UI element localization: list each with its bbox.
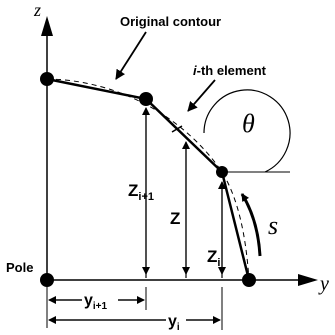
- ith-element-pointer: [187, 79, 216, 112]
- theta-arc: [203, 89, 291, 173]
- node-pole: [40, 273, 54, 287]
- original-contour-label: Original contour: [120, 14, 221, 29]
- y-axis-arrowhead: [298, 274, 318, 286]
- z-i-plus-1-label: Zi+1: [128, 181, 154, 203]
- z-axis-label: z: [33, 0, 41, 20]
- s-label: s: [268, 211, 278, 240]
- theta-label: θ: [242, 109, 255, 138]
- y-i-label: yi: [168, 313, 180, 333]
- element-polyline: [46, 77, 251, 281]
- original-contour: [46, 78, 250, 281]
- node-i-plus-1: [139, 92, 153, 106]
- pole-label: Pole: [6, 260, 33, 275]
- z-i-label: Zi: [207, 247, 220, 269]
- z-axis-arrowhead: [41, 16, 53, 36]
- y-i-plus-1-label: yi+1: [84, 292, 108, 312]
- node-top: [40, 72, 54, 86]
- ith-element-label: i-th element: [193, 63, 267, 78]
- z-label: Z: [170, 209, 180, 228]
- element-midpoint-tick: [171, 125, 183, 133]
- y-axis-label: y: [318, 273, 329, 295]
- s-arrow: [240, 193, 262, 257]
- node-end: [242, 273, 256, 287]
- original-contour-pointer: [115, 31, 147, 80]
